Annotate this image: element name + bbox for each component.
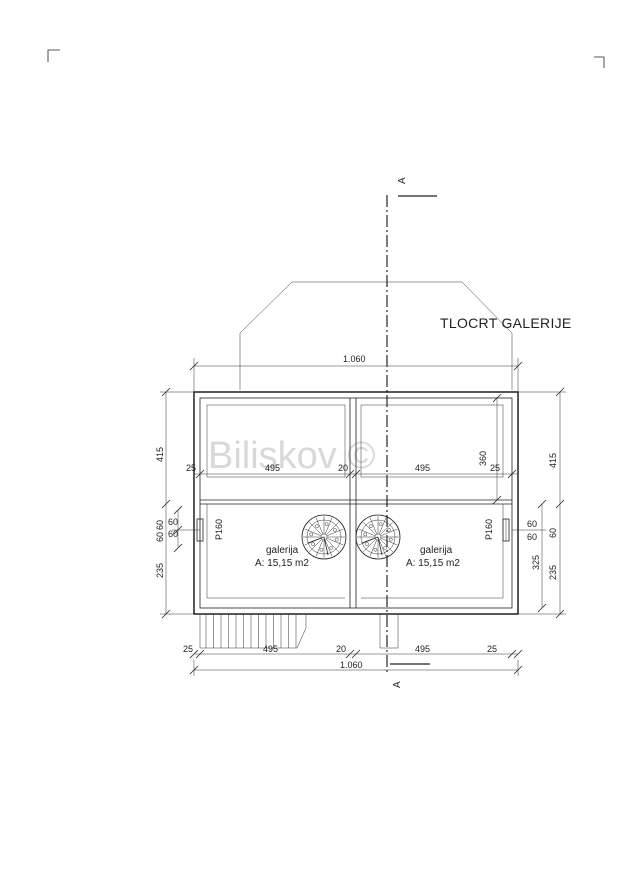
drawing-title: TLOCRT GALERIJE xyxy=(440,315,572,331)
stair-tread xyxy=(315,517,324,535)
room-name-left: galerija xyxy=(266,545,299,556)
dim-inner-right-wall: 25 xyxy=(490,463,500,473)
dim-right-open-b: 60 xyxy=(527,532,537,542)
stair-tread xyxy=(378,517,387,535)
opening-label-left: P160 xyxy=(214,519,224,540)
dim-right-lower: 235 xyxy=(548,565,558,580)
stair-tread xyxy=(304,528,322,537)
stair-marker xyxy=(386,527,391,532)
dimension-inner-widths: 25 495 20 495 25 xyxy=(186,463,518,479)
dim-left-open-d: 60 xyxy=(168,529,178,539)
window-right: P160 xyxy=(484,518,510,542)
crop-marks xyxy=(47,49,605,68)
stair-tread xyxy=(324,517,333,535)
dim-right-open-c: 60 xyxy=(548,528,558,538)
section-label-bottom: A xyxy=(392,681,403,688)
stair-tread xyxy=(380,537,398,546)
dim-right-open-a: 60 xyxy=(527,519,537,529)
stair-tread xyxy=(380,528,398,537)
stair-outer-ring xyxy=(355,514,401,560)
dim-bottom-total: 1.060 xyxy=(340,660,363,670)
dim-inner-right-depth: 360 xyxy=(478,451,488,466)
stair-tread xyxy=(369,517,378,535)
dim-left-open-a: 60 xyxy=(155,520,165,530)
dim-bottom-left-width: 495 xyxy=(263,644,278,654)
dim-inner-mid-wall: 20 xyxy=(338,463,348,473)
dim-top-total: 1.060 xyxy=(343,354,366,364)
dim-bottom-right-wall: 25 xyxy=(487,644,497,654)
dim-bottom-right-width: 495 xyxy=(415,644,430,654)
stair-tread xyxy=(369,539,378,557)
stair-tread xyxy=(324,539,333,557)
stair-marker xyxy=(324,522,329,527)
stair-marker xyxy=(332,527,337,532)
section-label-top: A xyxy=(397,177,408,184)
stair-marker xyxy=(365,542,370,547)
dimension-inner-depth: 360 xyxy=(478,393,502,505)
dim-left-upper: 415 xyxy=(155,447,165,462)
stair-outer-ring xyxy=(301,514,347,560)
dim-inner-left-wall: 25 xyxy=(186,463,196,473)
stair-tread xyxy=(308,521,323,536)
stair-marker xyxy=(334,537,339,542)
dim-left-lower: 235 xyxy=(155,563,165,578)
dimension-bottom-total: 1.060 xyxy=(189,660,523,676)
spiral-staircase-left xyxy=(301,514,347,560)
stair-marker xyxy=(309,532,314,537)
room-area-left: A: 15,15 m2 xyxy=(255,558,309,569)
spiral-staircase-right xyxy=(355,514,401,560)
stair-tread xyxy=(315,539,324,557)
dim-inner-right-width: 495 xyxy=(415,463,430,473)
stair-marker xyxy=(329,545,334,550)
stair-marker xyxy=(368,524,373,529)
stair-marker xyxy=(363,532,368,537)
stair-tread xyxy=(362,521,377,536)
dim-inner-left-width: 495 xyxy=(265,463,280,473)
stair-tread xyxy=(308,538,323,553)
stair-marker xyxy=(311,542,316,547)
dim-right-325: 325 xyxy=(531,555,541,570)
dim-left-open-b: 60 xyxy=(155,532,165,542)
stair-tread xyxy=(379,538,394,553)
stair-marker xyxy=(378,522,383,527)
stair-direction-arrow xyxy=(307,536,329,556)
dimension-top-total: 1.060 xyxy=(189,354,523,392)
stair-tread xyxy=(326,528,344,537)
window-left: P160 xyxy=(196,518,224,542)
dim-bottom-mid-wall: 20 xyxy=(336,644,346,654)
section-axis: A A xyxy=(386,177,437,688)
dimension-left-heights: 415 235 60 60 60 60 xyxy=(155,387,200,619)
dim-bottom-left-wall: 25 xyxy=(183,644,193,654)
room-name-right: galerija xyxy=(420,545,453,556)
stair-tread xyxy=(379,521,394,536)
stair-marker xyxy=(314,524,319,529)
dimension-right-heights: 415 235 325 60 60 60 xyxy=(512,387,566,619)
dim-left-open-c: 60 xyxy=(168,517,178,527)
opening-label-right: P160 xyxy=(484,519,494,540)
dimension-bottom-widths: 25 495 20 495 25 xyxy=(183,644,523,659)
stair-tread xyxy=(378,539,387,557)
entrance-stub xyxy=(379,614,399,649)
stair-tread xyxy=(326,537,344,546)
watermark: Biliskov © xyxy=(208,435,375,477)
dim-right-upper: 415 xyxy=(548,453,558,468)
room-area-right: A: 15,15 m2 xyxy=(406,558,460,569)
building-walls xyxy=(193,391,519,615)
stair-tread xyxy=(358,528,376,537)
stair-tread xyxy=(325,521,340,536)
external-stairs xyxy=(199,614,307,649)
stair-tread xyxy=(325,538,340,553)
stair-direction-arrow xyxy=(361,536,383,556)
stair-marker xyxy=(319,547,324,552)
stair-marker xyxy=(383,545,388,550)
stair-tread xyxy=(362,538,377,553)
stair-marker xyxy=(388,537,393,542)
roof-outline xyxy=(239,281,513,390)
stair-marker xyxy=(373,547,378,552)
